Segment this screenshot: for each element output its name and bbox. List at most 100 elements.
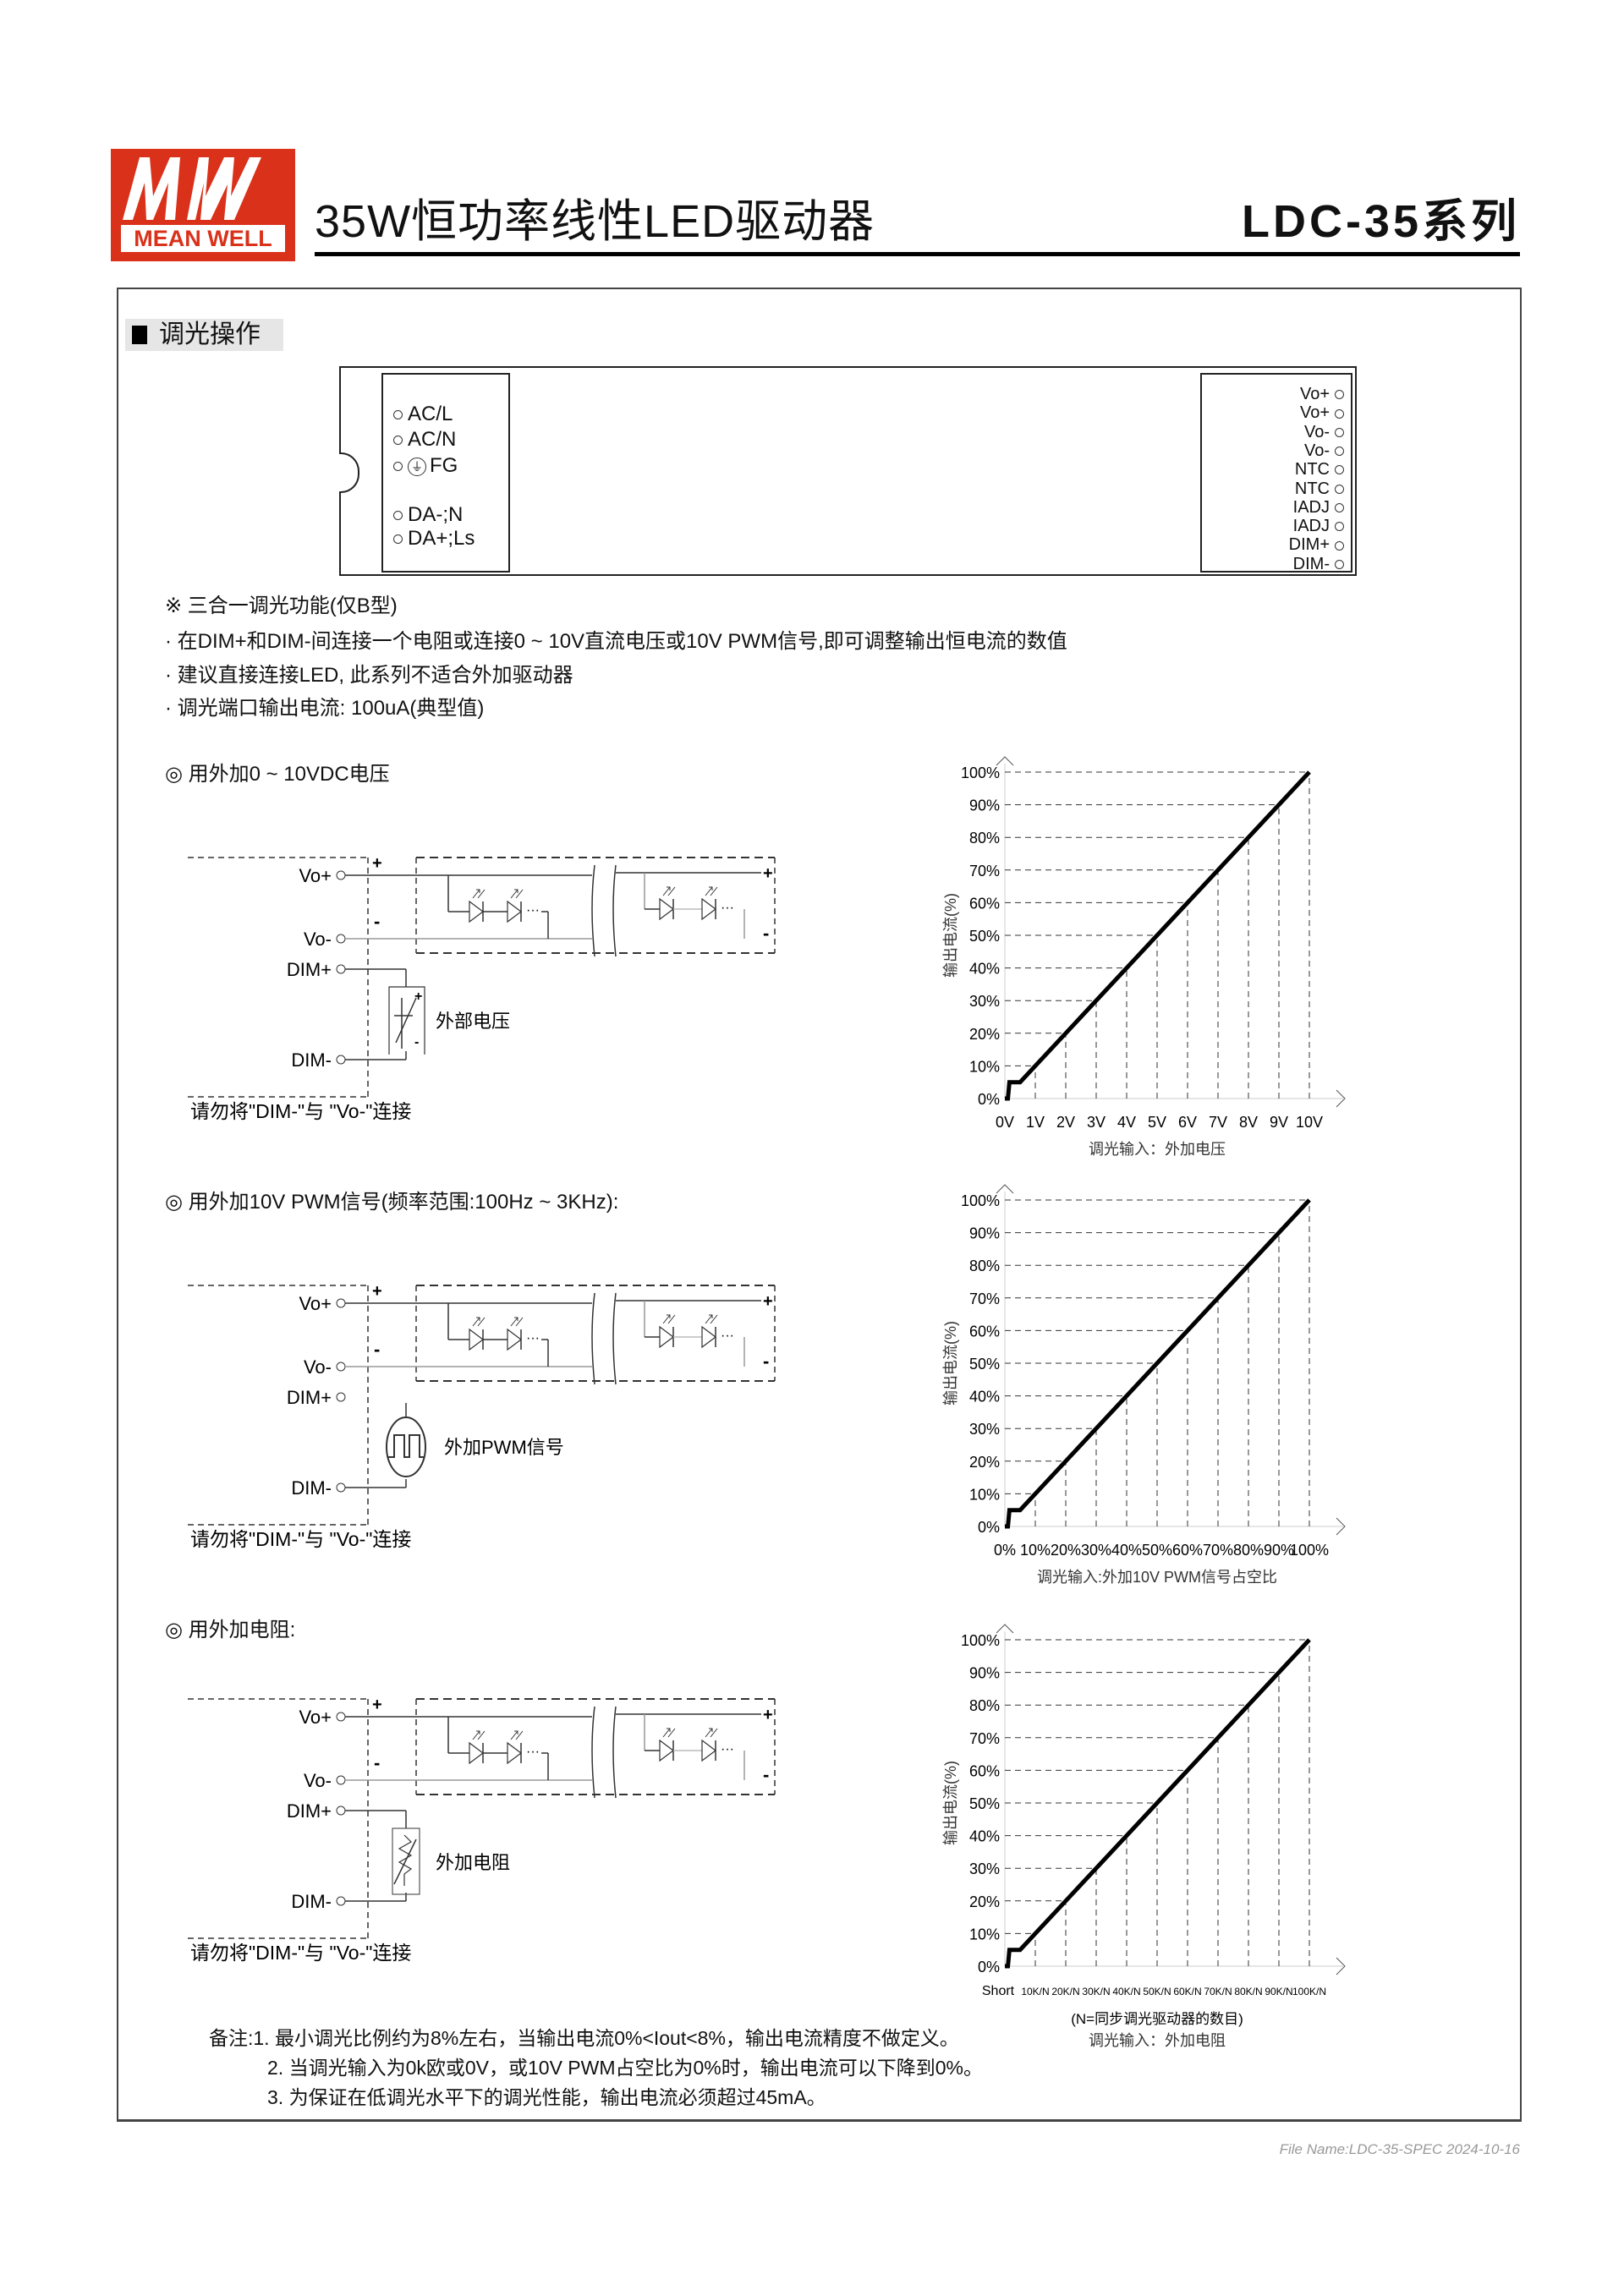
terminal-circle-icon bbox=[1335, 559, 1344, 569]
title-divider bbox=[315, 252, 1520, 256]
plus-sign: + bbox=[414, 989, 422, 1004]
y-tick-label: 70% bbox=[969, 1290, 1000, 1307]
terminal-ac-l: AC/L bbox=[393, 403, 453, 425]
x-tick-label: 40K/N bbox=[1112, 1986, 1140, 1997]
mw-logo-mark bbox=[123, 157, 261, 220]
pin-label-vo-plus: Vo+ bbox=[299, 865, 332, 886]
terminal-circle-icon bbox=[1335, 447, 1344, 457]
x-tick-label: 2V bbox=[1056, 1114, 1075, 1131]
wire-break-icon bbox=[591, 1706, 617, 1799]
dimming-curve bbox=[1005, 1638, 1311, 1969]
ground-icon: ⏚ bbox=[408, 457, 426, 476]
y-tick-label: 10% bbox=[969, 1926, 1000, 1943]
terminal-da-ls: DA+;Ls bbox=[393, 528, 475, 550]
light-ray-icon bbox=[705, 886, 718, 896]
terminal-iadj-6: IADJ bbox=[1293, 498, 1344, 517]
pin-label-dim-minus: DIM- bbox=[291, 1049, 332, 1071]
x-axis-label: 调光输入：外加电阻 bbox=[1089, 2032, 1226, 2049]
x-tick-label: 70% bbox=[1203, 1542, 1233, 1559]
logo-brand: MEAN WELL bbox=[121, 225, 285, 252]
terminal-circle-icon bbox=[336, 964, 346, 974]
light-ray-icon bbox=[662, 1314, 676, 1324]
section-title: 调光操作 bbox=[159, 321, 261, 348]
terminal-circle-icon bbox=[336, 1298, 346, 1308]
terminal-vo-2: Vo- bbox=[1304, 423, 1344, 441]
square-wave-icon bbox=[387, 1434, 425, 1458]
x-tick-label: 9V bbox=[1270, 1114, 1288, 1131]
x-tick-label: 100% bbox=[1290, 1542, 1329, 1559]
remark-3: 3. 为保证在低调光水平下的调光性能，输出电流必须超过45mA。 bbox=[267, 2086, 826, 2108]
y-axis-label: 输出电流(%) bbox=[942, 893, 959, 978]
x-tick-label: 7V bbox=[1209, 1114, 1227, 1131]
led-icon bbox=[659, 1739, 674, 1762]
dimming-note: · 调光端口输出电流: 100uA(典型值) bbox=[165, 697, 485, 720]
light-ray-icon bbox=[662, 886, 676, 896]
terminal-fg: ⏚FG bbox=[393, 455, 458, 477]
y-tick-label: 80% bbox=[969, 1697, 1000, 1714]
y-tick-label: 100% bbox=[961, 764, 1000, 781]
y-tick-label: 20% bbox=[969, 1454, 1000, 1471]
pwm-dimming-title: ◎ 用外加10V PWM信号(频率范围:100Hz ~ 3KHz): bbox=[165, 1191, 619, 1214]
plus-sign: + bbox=[763, 864, 773, 883]
led-icon bbox=[701, 1739, 716, 1762]
wire-break-icon bbox=[591, 864, 617, 957]
ellipsis: ··· bbox=[721, 901, 734, 915]
terminal-circle-icon bbox=[1335, 522, 1344, 532]
y-axis-label: 输出电流(%) bbox=[942, 1321, 959, 1406]
terminal-circle-icon bbox=[336, 870, 346, 880]
chart-note: (N=同步调光驱动器的数目) bbox=[1071, 2011, 1243, 2027]
ellipsis: ··· bbox=[526, 903, 540, 918]
x-tick-label: Short bbox=[982, 1984, 1015, 1998]
minus-sign: - bbox=[374, 911, 380, 932]
source-label: 外加PWM信号 bbox=[444, 1437, 564, 1458]
variable-resistor-icon bbox=[398, 1834, 413, 1886]
adjust-arrow-icon bbox=[395, 997, 417, 1044]
terminal-circle-icon bbox=[1335, 390, 1344, 400]
minus-sign: - bbox=[374, 1339, 380, 1360]
terminal-dim-9: DIM- bbox=[1293, 555, 1344, 573]
terminal-circle-icon bbox=[1335, 484, 1344, 494]
terminal-circle-icon bbox=[336, 1055, 346, 1065]
x-tick-label: 60K/N bbox=[1173, 1986, 1201, 1997]
y-tick-label: 20% bbox=[969, 1026, 1000, 1043]
minus-sign: - bbox=[763, 1764, 769, 1785]
led-icon bbox=[469, 1328, 484, 1351]
source-label: 外部电压 bbox=[436, 1011, 510, 1032]
y-tick-label: 0% bbox=[978, 1959, 1000, 1975]
y-axis-arrow-icon bbox=[996, 1184, 1014, 1194]
source-label: 外加电阻 bbox=[436, 1852, 510, 1873]
x-tick-label: 8V bbox=[1239, 1114, 1258, 1131]
x-axis-label: 调光输入:外加10V PWM信号占空比 bbox=[1037, 1569, 1277, 1586]
x-tick-label: 3V bbox=[1087, 1114, 1106, 1131]
ellipsis: ··· bbox=[526, 1745, 540, 1759]
terminal-vo-1: Vo+ bbox=[1300, 403, 1344, 422]
x-tick-label: 1V bbox=[1026, 1114, 1045, 1131]
y-tick-label: 100% bbox=[961, 1632, 1000, 1649]
dim-warning: 请勿将"DIM-"与 "Vo-"连接 bbox=[190, 1528, 411, 1550]
pwm-dimming-chart: 0%0%10%10%20%20%30%30%40%40%50%50%60%60%… bbox=[942, 1184, 1346, 1586]
y-tick-label: 30% bbox=[969, 1421, 1000, 1438]
adjust-arrow-icon bbox=[393, 1838, 417, 1885]
y-tick-label: 20% bbox=[969, 1893, 1000, 1910]
x-tick-label: 50K/N bbox=[1143, 1986, 1171, 1997]
x-tick-label: 20K/N bbox=[1051, 1986, 1079, 1997]
dimming-notes-title: ※ 三合一调光功能(仅B型) bbox=[165, 595, 398, 617]
terminal-circle-icon bbox=[336, 1362, 346, 1372]
series-title: LDC-35系列 bbox=[1241, 196, 1520, 247]
voltage-source-box bbox=[388, 986, 425, 1055]
x-tick-label: 60% bbox=[1172, 1542, 1203, 1559]
terminal-circle-icon bbox=[393, 511, 403, 521]
x-tick-label: 10K/N bbox=[1021, 1986, 1049, 1997]
terminal-circle-icon bbox=[336, 1392, 346, 1402]
y-tick-label: 80% bbox=[969, 830, 1000, 847]
light-ray-icon bbox=[510, 1730, 524, 1740]
remark-2: 2. 当调光输入为0k欧或0V，或10V PWM占空比为0%时，输出电流可以下降… bbox=[267, 2057, 984, 2079]
minus-sign: - bbox=[374, 1752, 380, 1773]
plus-sign: + bbox=[372, 854, 382, 873]
pin-label-dim-plus: DIM+ bbox=[287, 1800, 332, 1822]
led-icon bbox=[507, 1741, 522, 1765]
terminal-circle-icon bbox=[1335, 503, 1344, 513]
y-tick-label: 90% bbox=[969, 1225, 1000, 1242]
